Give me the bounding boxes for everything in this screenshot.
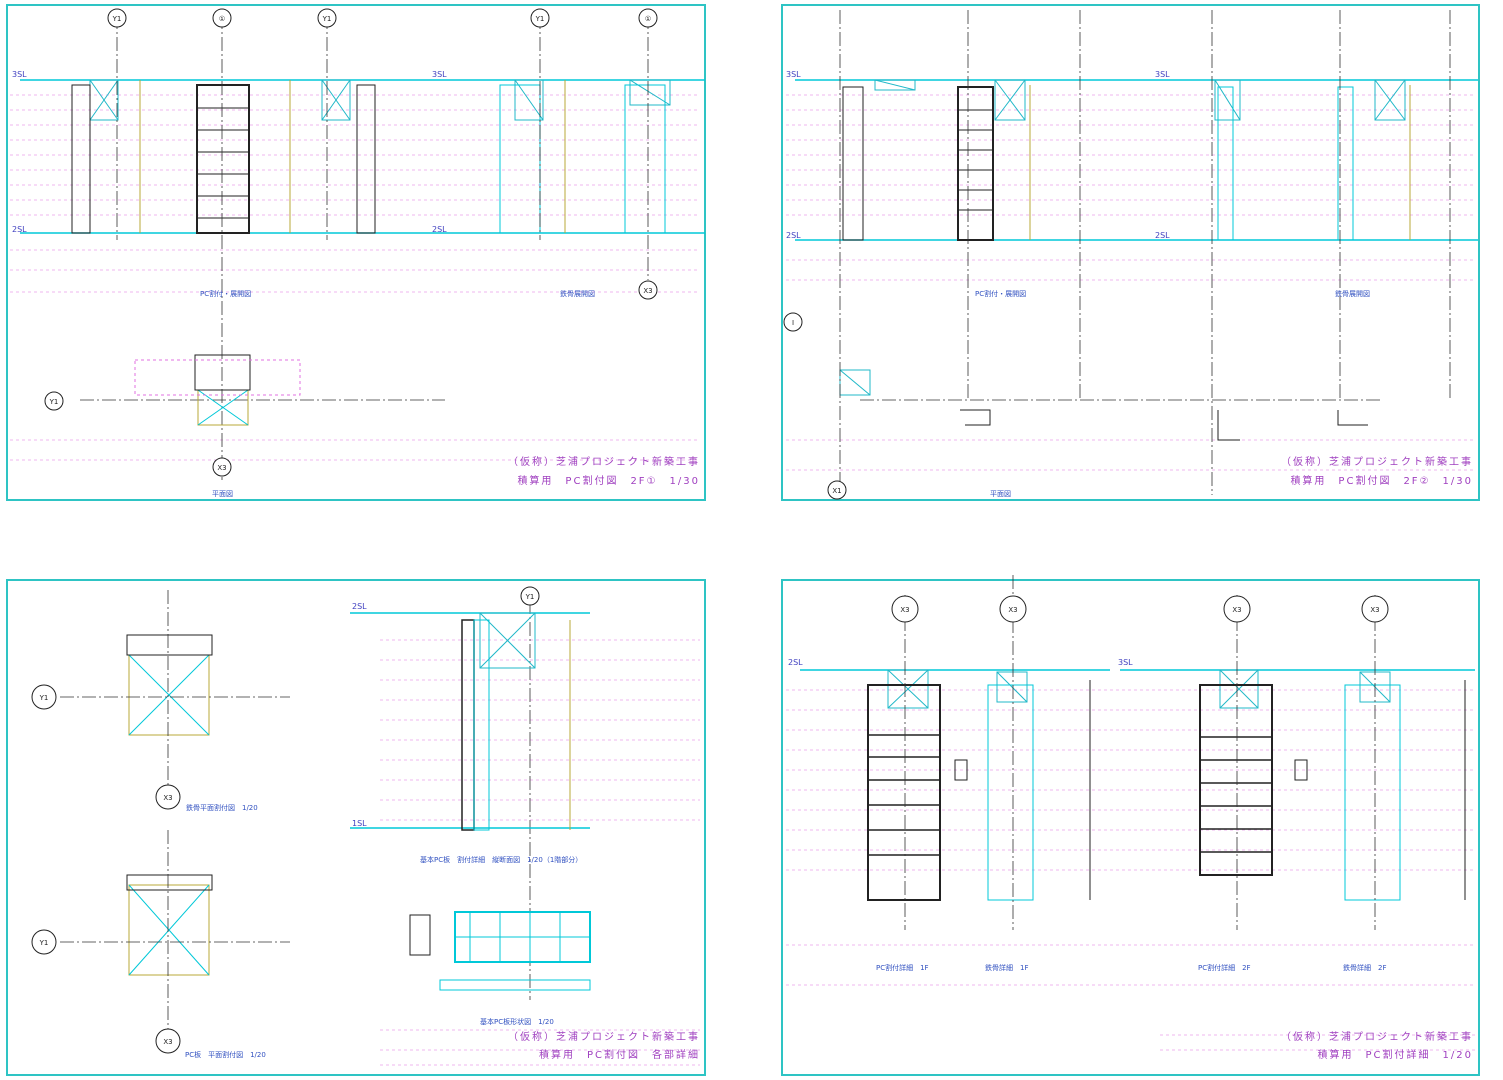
level-label: 3SL <box>1155 70 1170 79</box>
grid-label: X3 <box>900 606 909 614</box>
view-label: 平面図 <box>212 490 233 498</box>
grid-label: Y1 <box>39 939 49 947</box>
level-label: 2SL <box>432 225 447 234</box>
level-label: 2SL <box>788 658 803 667</box>
grid-label: Y1 <box>39 694 49 702</box>
grid-label: X3 <box>163 1038 172 1046</box>
grid-label: X3 <box>1008 606 1017 614</box>
view-label: 鉄骨詳細 2F <box>1343 963 1386 972</box>
project-name: （仮称）芝浦プロジェクト新築工事 <box>508 455 700 468</box>
grid-label: Y1 <box>525 593 535 601</box>
view-label: PC割付詳細 1F <box>876 963 929 972</box>
level-label: 2SL <box>12 225 27 234</box>
sheet-4-frame <box>781 579 1480 1076</box>
grid-label: Y1 <box>49 398 59 406</box>
grid-label: ① <box>645 15 651 23</box>
grid-label: X3 <box>217 464 226 472</box>
level-label: 3SL <box>1118 658 1133 667</box>
project-name: （仮称）芝浦プロジェクト新築工事 <box>1281 455 1473 468</box>
view-label: 基本PC板 割付詳細 縦断面図 1/20（1階部分） <box>420 855 582 864</box>
view-label: 基本PC板形状図 1/20 <box>480 1017 554 1026</box>
grid-label: Y1 <box>322 15 332 23</box>
grid-label: X3 <box>643 287 652 295</box>
view-label: PC板 平面割付図 1/20 <box>185 1050 266 1059</box>
grid-label: X3 <box>163 794 172 802</box>
sheet-3-frame <box>6 579 706 1076</box>
level-label: 3SL <box>786 70 801 79</box>
level-label: 2SL <box>352 602 367 611</box>
sheet-2-frame <box>781 4 1480 501</box>
sheet-title: 積算用 PC割付詳細 1/20 <box>1318 1048 1473 1061</box>
grid-label: X3 <box>1232 606 1241 614</box>
grid-label: Y1 <box>535 15 545 23</box>
view-label: 鉄骨展開図 <box>1335 289 1370 298</box>
sheet-1-frame <box>6 4 706 501</box>
sheet-3: Y1 X3 Y1 X3 Y1 2SL 1SL 鉄骨平面割付図 1/20 PC板 … <box>6 579 706 1076</box>
grid-label: ① <box>219 15 225 23</box>
sheet-title: 積算用 PC割付図 2F② 1/30 <box>1290 474 1473 487</box>
view-label: 鉄骨詳細 1F <box>985 963 1028 972</box>
project-name: （仮称）芝浦プロジェクト新築工事 <box>508 1030 700 1043</box>
view-label: PC割付詳細 2F <box>1198 963 1251 972</box>
sheet-title: 積算用 PC割付図 2F① 1/30 <box>517 474 700 487</box>
view-label: PC割付・展開図 <box>200 289 251 298</box>
view-label: 平面図 <box>990 490 1011 498</box>
sheet-title: 積算用 PC割付図 各部詳細 <box>539 1048 700 1061</box>
sheet-4: X3 X3 X3 X3 2SL 3SL PC割付詳細 1F 鉄骨詳細 1F PC… <box>781 575 1480 1076</box>
level-label: 1SL <box>352 819 367 828</box>
level-label: 3SL <box>12 70 27 79</box>
grid-label: I <box>792 319 794 327</box>
sheet-2: I X1 3SL 2SL 3SL 2SL PC割付・展開図 鉄骨展開図 平面図 … <box>781 4 1480 501</box>
sheet-1-grid-bubbles: Y1 ① Y1 Y1 ① X3 Y1 X3 <box>44 8 658 477</box>
view-label: 鉄骨平面割付図 1/20 <box>186 803 258 812</box>
level-label: 2SL <box>786 231 801 240</box>
sheet-1: Y1 ① Y1 Y1 ① X3 Y1 X3 3SL 2SL 3SL 2SL PC… <box>6 4 706 501</box>
grid-label: Y1 <box>112 15 122 23</box>
grid-label: X1 <box>832 487 841 495</box>
grid-label: X3 <box>1370 606 1379 614</box>
level-label: 3SL <box>432 70 447 79</box>
view-label: PC割付・展開図 <box>975 289 1026 298</box>
project-name: （仮称）芝浦プロジェクト新築工事 <box>1281 1030 1473 1043</box>
level-label: 2SL <box>1155 231 1170 240</box>
view-label: 鉄骨展開図 <box>560 289 595 298</box>
